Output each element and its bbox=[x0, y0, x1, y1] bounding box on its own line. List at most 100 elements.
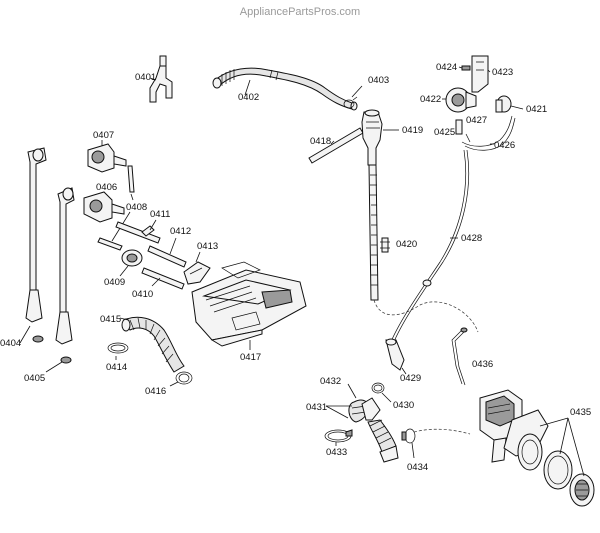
leader-0423 bbox=[487, 69, 491, 73]
leader-0435c bbox=[567, 417, 585, 477]
leader-0421 bbox=[510, 105, 524, 110]
part-0412-tube[interactable] bbox=[147, 245, 187, 268]
part-0407-inlet-valve[interactable] bbox=[87, 143, 127, 173]
part-0401-y-connector[interactable] bbox=[149, 55, 173, 103]
part-0425-tube-stub[interactable] bbox=[455, 119, 463, 135]
part-0435-drain-pump[interactable] bbox=[479, 389, 595, 507]
leader-0416 bbox=[169, 381, 179, 387]
part-0416-clamp[interactable] bbox=[175, 371, 193, 385]
part-0422-pressure-switch[interactable] bbox=[445, 87, 477, 113]
label-0427[interactable]: 0427 bbox=[466, 115, 487, 126]
part-0419-air-chamber[interactable] bbox=[361, 109, 383, 301]
label-0434[interactable]: 0434 bbox=[407, 462, 428, 473]
label-0424[interactable]: 0424 bbox=[436, 62, 457, 73]
label-0425[interactable]: 0425 bbox=[434, 127, 455, 138]
part-0434-clamp[interactable] bbox=[401, 428, 416, 444]
label-0406[interactable]: 0406 bbox=[96, 182, 117, 193]
part-0420-clip[interactable] bbox=[380, 237, 390, 253]
part-0436-wire-clip[interactable] bbox=[451, 327, 468, 386]
part-0408-tubes[interactable] bbox=[97, 165, 135, 251]
part-0427-connector[interactable] bbox=[465, 133, 471, 143]
leader-0431b bbox=[325, 405, 349, 419]
part-0405-inlet-hose[interactable] bbox=[55, 187, 75, 364]
label-0404[interactable]: 0404 bbox=[0, 338, 21, 349]
label-0421[interactable]: 0421 bbox=[526, 104, 547, 115]
leader-0415 bbox=[119, 317, 129, 321]
part-0429-hose-end[interactable] bbox=[385, 338, 405, 371]
label-0432[interactable]: 0432 bbox=[320, 376, 341, 387]
label-0433[interactable]: 0433 bbox=[326, 447, 347, 458]
label-0405[interactable]: 0405 bbox=[24, 373, 45, 384]
part-0402-fill-hose[interactable] bbox=[212, 67, 358, 111]
part-0415-dispenser-hose[interactable] bbox=[121, 316, 185, 373]
label-0422[interactable]: 0422 bbox=[420, 94, 441, 105]
label-0431[interactable]: 0431 bbox=[306, 402, 327, 413]
leader-0432 bbox=[347, 383, 357, 399]
part-0423-bracket[interactable] bbox=[471, 55, 489, 93]
label-0402[interactable]: 0402 bbox=[238, 92, 259, 103]
part-0421-switch-part[interactable] bbox=[495, 95, 512, 113]
leader-0430 bbox=[381, 392, 392, 403]
leader-0409 bbox=[119, 265, 129, 277]
part-0403-clamp[interactable] bbox=[343, 96, 358, 109]
part-0430-clamp[interactable] bbox=[371, 382, 385, 394]
leader-0405 bbox=[45, 361, 63, 373]
part-0426-tube[interactable] bbox=[461, 115, 516, 151]
part-0410-tube[interactable] bbox=[141, 267, 185, 290]
leader-0403 bbox=[351, 85, 363, 98]
watermark: AppliancePartsPros.com bbox=[240, 6, 360, 18]
part-drain-hose-body bbox=[367, 419, 399, 463]
leader-0402 bbox=[244, 79, 251, 96]
leader-0418 bbox=[330, 140, 335, 145]
leader-0424 bbox=[458, 66, 463, 69]
label-0407[interactable]: 0407 bbox=[93, 130, 114, 141]
leader-0410 bbox=[151, 277, 161, 287]
leader-0401 bbox=[149, 77, 157, 81]
leader-0435a bbox=[539, 417, 569, 427]
leader-0408a bbox=[130, 193, 134, 201]
part-0406-inlet-valve[interactable] bbox=[83, 191, 125, 223]
part-0428-pressure-hose[interactable] bbox=[389, 149, 470, 345]
leader-0412 bbox=[169, 237, 177, 255]
label-0408[interactable]: 0408 bbox=[126, 202, 147, 213]
label-0417[interactable]: 0417 bbox=[240, 352, 261, 363]
leader-0434 bbox=[411, 442, 415, 459]
leader-0411 bbox=[149, 219, 157, 231]
hose-route-1 bbox=[373, 299, 479, 333]
leader-0429 bbox=[401, 367, 407, 375]
part-0413-bracket[interactable] bbox=[183, 261, 211, 285]
label-0411[interactable]: 0411 bbox=[150, 209, 170, 220]
label-0435[interactable]: 0435 bbox=[570, 407, 591, 418]
label-0418[interactable]: 0418 bbox=[310, 136, 331, 147]
part-0411-y-hose[interactable] bbox=[115, 221, 161, 244]
part-0417-dispenser-housing[interactable] bbox=[191, 261, 307, 347]
label-0430[interactable]: 0430 bbox=[393, 400, 414, 411]
label-0403[interactable]: 0403 bbox=[368, 75, 389, 86]
label-0412[interactable]: 0412 bbox=[170, 226, 191, 237]
label-0428[interactable]: 0428 bbox=[461, 233, 482, 244]
hose-route-2 bbox=[413, 428, 471, 435]
label-0436[interactable]: 0436 bbox=[472, 359, 493, 370]
label-0426[interactable]: 0426 bbox=[494, 140, 515, 151]
part-0409-connector[interactable] bbox=[121, 249, 143, 267]
label-0423[interactable]: 0423 bbox=[492, 67, 513, 78]
label-0420[interactable]: 0420 bbox=[396, 239, 417, 250]
label-0415[interactable]: 0415 bbox=[100, 314, 121, 325]
part-0414-clamp[interactable] bbox=[107, 342, 129, 354]
label-0419[interactable]: 0419 bbox=[402, 125, 423, 136]
label-0416[interactable]: 0416 bbox=[145, 386, 166, 397]
part-0424-screw[interactable] bbox=[461, 65, 471, 71]
part-0431-drain-bellows[interactable] bbox=[348, 397, 381, 423]
label-0410[interactable]: 0410 bbox=[132, 289, 153, 300]
label-0413[interactable]: 0413 bbox=[197, 241, 218, 252]
leader-0413 bbox=[195, 251, 201, 263]
label-0414[interactable]: 0414 bbox=[106, 362, 127, 373]
part-0404-inlet-hose[interactable] bbox=[25, 147, 47, 343]
label-0401[interactable]: 0401 bbox=[135, 72, 156, 83]
label-0429[interactable]: 0429 bbox=[400, 373, 421, 384]
part-0433-clamp-ring[interactable] bbox=[324, 429, 353, 443]
label-0409[interactable]: 0409 bbox=[104, 277, 125, 288]
leader-0404 bbox=[19, 325, 31, 344]
leader-0435b bbox=[559, 417, 569, 455]
